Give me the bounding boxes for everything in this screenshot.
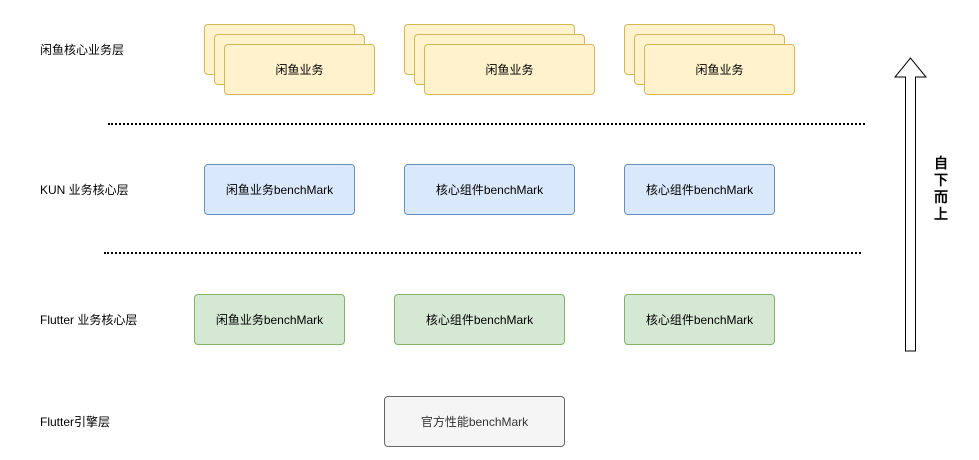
up-arrow-icon	[893, 57, 928, 352]
business-box: 闲鱼业务	[644, 44, 795, 95]
kun-box-3: 核心组件benchMark	[624, 164, 775, 215]
layer-label-business-core: 闲鱼核心业务层	[40, 43, 125, 57]
flutter-box-1: 闲鱼业务benchMark	[194, 294, 345, 345]
engine-box: 官方性能benchMark	[384, 396, 565, 447]
flutter-box-3: 核心组件benchMark	[624, 294, 775, 345]
layer-label-flutter-engine: Flutter引擎层	[40, 415, 111, 429]
dotted-separator	[104, 252, 861, 254]
kun-box-2: 核心组件benchMark	[404, 164, 575, 215]
arrow-label: 自下而上	[934, 155, 948, 222]
layer-label-kun-core: KUN 业务核心层	[40, 183, 129, 197]
business-box: 闲鱼业务	[224, 44, 375, 95]
business-box: 闲鱼业务	[424, 44, 595, 95]
kun-box-1: 闲鱼业务benchMark	[204, 164, 355, 215]
layer-label-flutter-core: Flutter 业务核心层	[40, 313, 138, 327]
dotted-separator	[108, 123, 865, 125]
flutter-box-2: 核心组件benchMark	[394, 294, 565, 345]
